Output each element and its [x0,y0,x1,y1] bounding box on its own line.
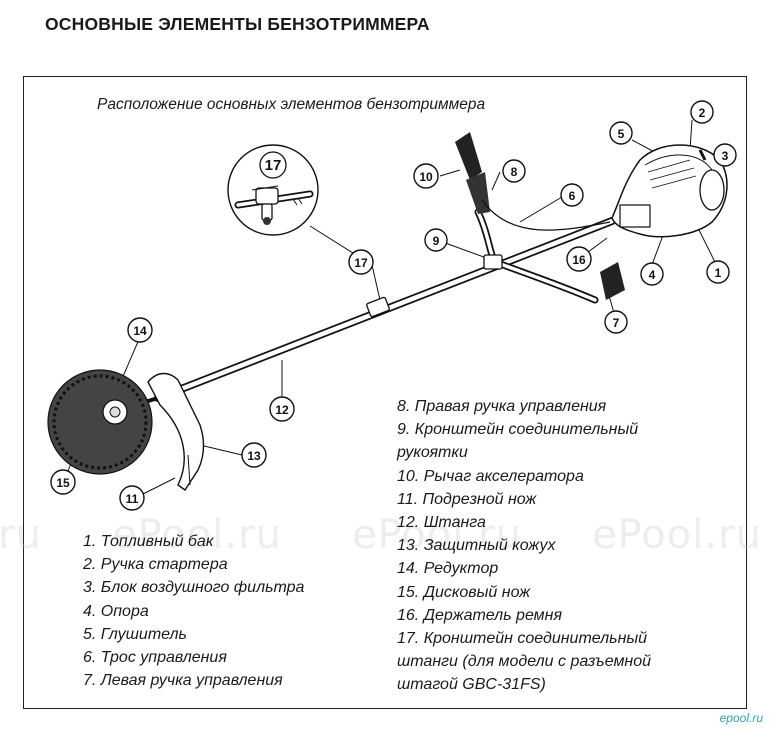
callout-7: 7 [604,310,628,334]
svg-text:16: 16 [572,253,586,267]
legend-item: 12. Штанга [397,514,486,532]
legend-item: 11. Подрезной нож [397,490,537,508]
engine [611,144,728,238]
callout-11: 11 [119,485,145,511]
legend-item: 17. Кронштейн соединительный [397,630,648,648]
legend-item: 7. Левая ручка управления [83,672,283,690]
callout-17: 17 [348,249,374,275]
diagram-frame [23,76,747,709]
svg-text:7: 7 [613,316,620,330]
handle-bar [455,132,625,304]
callout-5: 5 [609,121,633,145]
callout-13: 13 [241,442,267,468]
watermark: ePool.ru [0,512,42,558]
control-cable [481,199,611,231]
watermark: ePool.ru [352,512,522,558]
svg-text:6: 6 [569,189,576,203]
legend-item: 5. Глушитель [83,625,187,643]
svg-text:13: 13 [247,449,261,463]
callout-6: 6 [560,183,584,207]
callout-8: 8 [502,159,526,183]
legend-item: 10. Рычаг акселератора [397,467,584,485]
legend-left: 1. Топливный бак 2. Ручка стартера 3. Бл… [83,530,304,692]
legend-item: 9. Кронштейн соединительный [397,421,639,439]
legend-item: 2. Ручка стартера [83,556,228,574]
inset-detail: 17 [227,144,319,236]
svg-text:10: 10 [419,170,433,184]
legend-item: 16. Держатель ремня [397,606,562,624]
callout-2: 2 [690,100,714,124]
callout-4: 4 [640,262,664,286]
legend-item: штанги (для модели с разъемной [397,653,652,671]
legend-item: 13. Защитный кожух [397,537,556,555]
svg-text:14: 14 [133,324,147,338]
legend-right: 8. Правая ручка управления 9. Кронштейн … [397,395,651,697]
page-title: ОСНОВНЫЕ ЭЛЕМЕНТЫ БЕНЗОТРИММЕРА [45,14,430,34]
cutting-head [47,369,205,491]
callout-12: 12 [269,396,295,422]
legend-item: 3. Блок воздушного фильтра [83,579,305,597]
legend-item: 4. Опора [83,602,149,620]
svg-text:4: 4 [649,268,656,282]
callout-3: 3 [713,143,737,167]
legend-item: 6. Трос управления [83,649,227,667]
callout-15: 15 [50,469,76,495]
inset-label: 17 [265,157,282,174]
legend-item: 1. Топливный бак [83,533,214,550]
legend-item: 14. Редуктор [397,560,499,578]
callout-1: 1 [706,260,730,284]
legend-item: 15. Дисковый нож [397,583,531,601]
svg-text:11: 11 [126,492,139,506]
svg-text:3: 3 [722,149,729,163]
legend-item: 8. Правая ручка управления [397,398,607,415]
svg-text:1: 1 [715,266,722,280]
svg-text:2: 2 [699,106,706,120]
callout-16: 16 [566,246,592,272]
legend-item: штагой GBC-31FS) [397,676,546,694]
svg-text:5: 5 [618,127,625,141]
svg-text:17: 17 [354,256,368,270]
callout-14: 14 [127,317,153,343]
site-watermark: epool.ru [719,711,763,725]
diagram-subtitle: Расположение основных элементов бензотри… [97,96,486,113]
svg-text:12: 12 [275,403,289,417]
callout-10: 10 [413,163,439,189]
shaft [154,217,616,402]
svg-text:15: 15 [56,476,70,490]
legend-item: рукоятки [397,444,468,462]
callout-9: 9 [424,228,448,252]
watermark: ePool.ru [112,512,282,558]
svg-text:8: 8 [511,165,518,179]
svg-text:9: 9 [433,234,440,248]
watermark: ePool.ru [592,512,762,558]
